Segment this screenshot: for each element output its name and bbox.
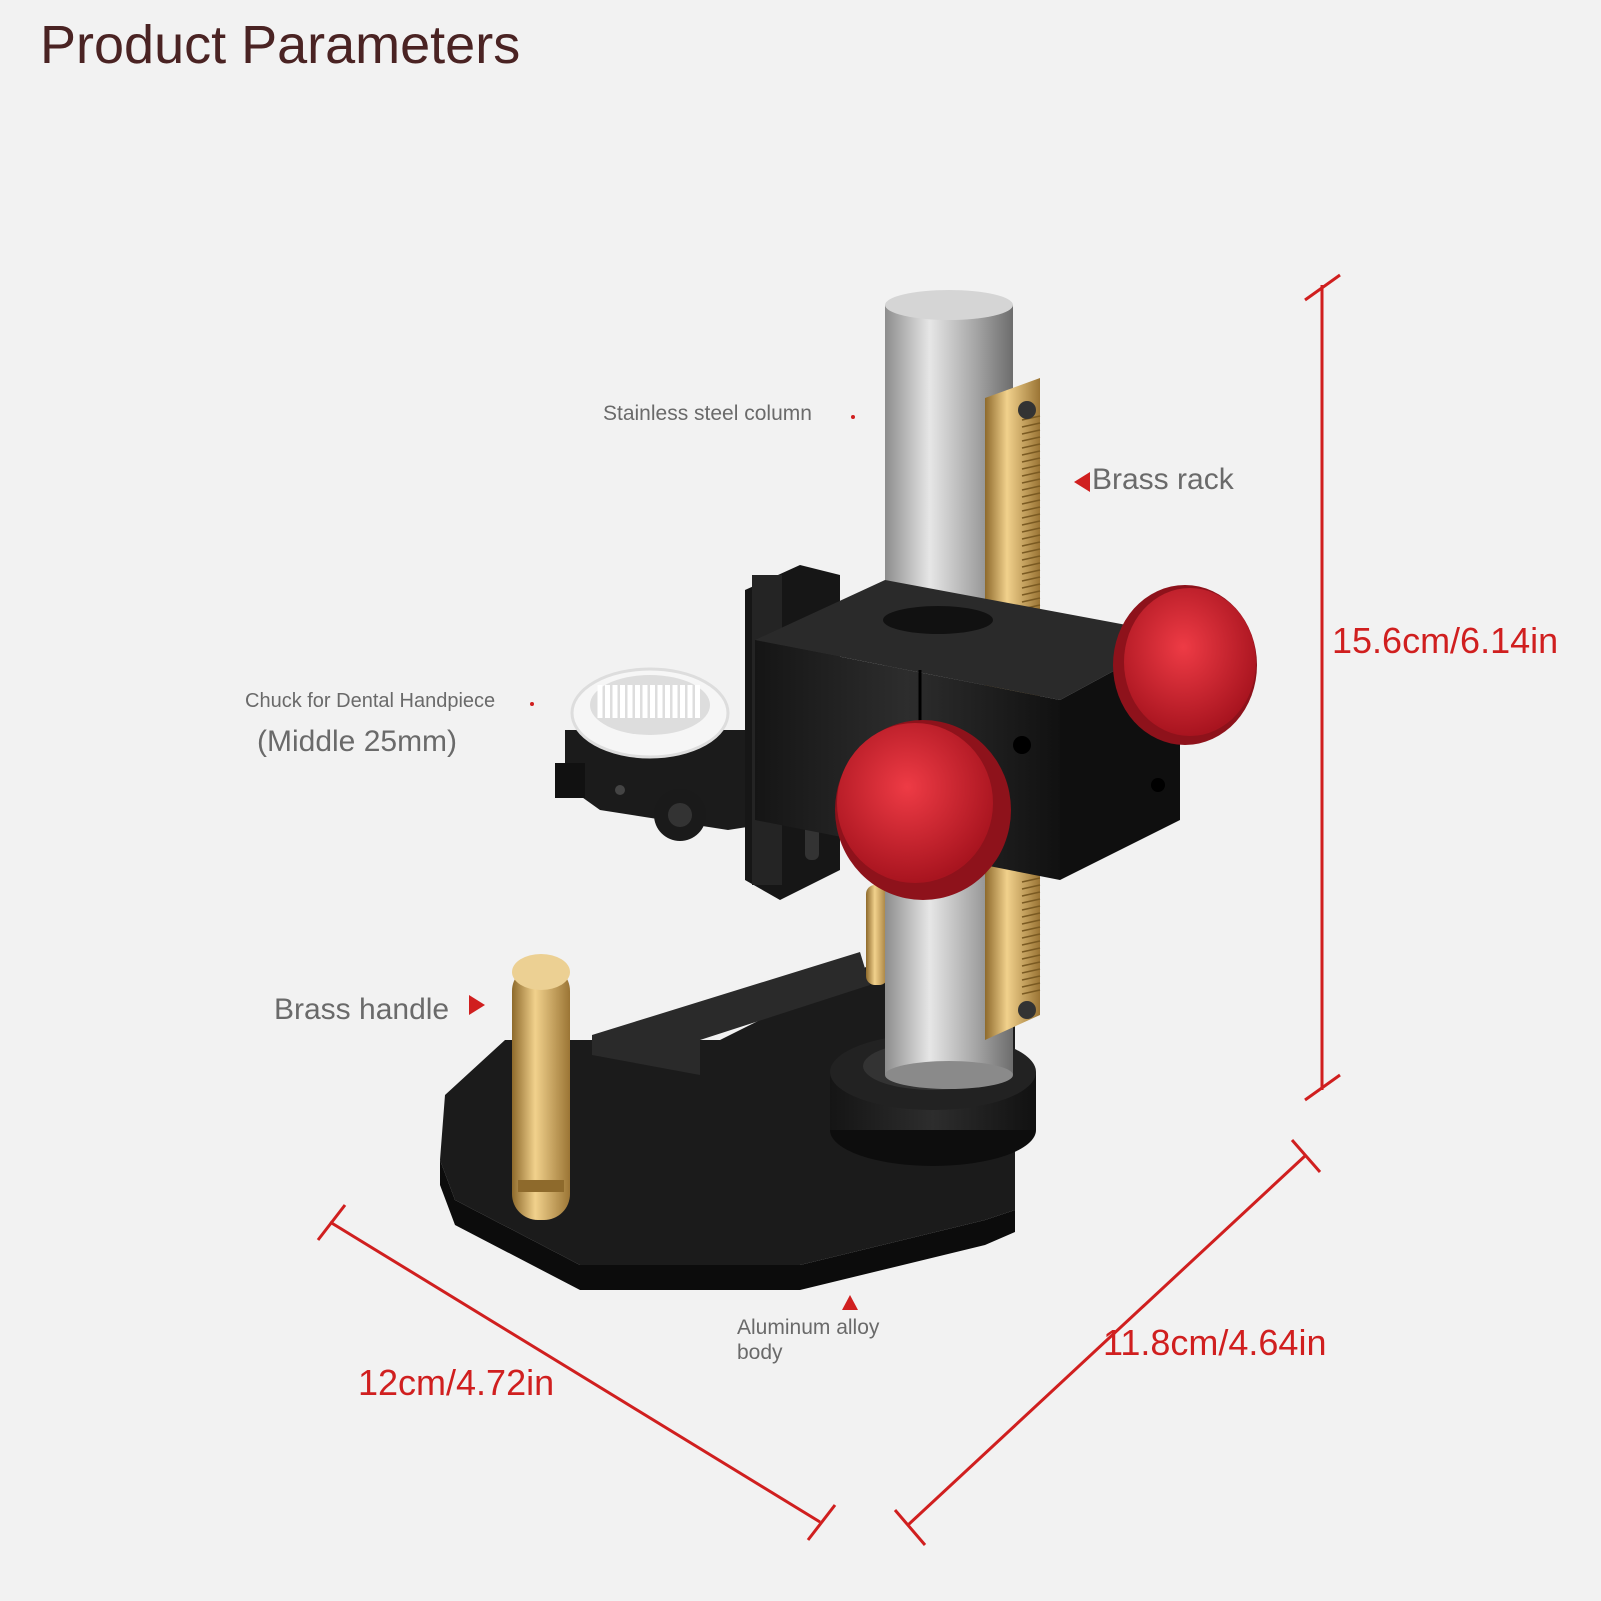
rear-knob	[1113, 585, 1257, 745]
chuck-pointer-dot	[530, 702, 534, 706]
width-dimension-line	[329, 1220, 821, 1524]
column-pointer-dot	[851, 415, 855, 419]
column-label: Stainless steel column	[603, 402, 812, 425]
handle-pointer-icon	[469, 995, 485, 1015]
dimension-lines	[316, 273, 1341, 1546]
body-label-line-1: Aluminum alloy	[737, 1316, 880, 1339]
rear-brass-pin	[866, 885, 888, 985]
rack-pointer-icon	[1074, 472, 1090, 492]
chuck-size-label: (Middle 25mm)	[257, 725, 458, 758]
body-pointer-icon	[842, 1295, 858, 1310]
depth-dimension-line	[906, 1153, 1308, 1527]
front-knob	[835, 720, 1011, 900]
base-plate	[440, 952, 1015, 1290]
height-dimension-label: 15.6cm/6.14in	[1332, 620, 1559, 661]
brass-handle	[512, 954, 570, 1220]
chuck-assembly	[555, 667, 760, 841]
handle-label: Brass handle	[274, 993, 450, 1026]
chuck-label: Chuck for Dental Handpiece	[245, 690, 496, 712]
body-label: Aluminum alloy body	[737, 1315, 879, 1365]
depth-dimension-label: 11.8cm/4.64in	[1103, 1322, 1327, 1363]
page-title: Product Parameters	[40, 15, 521, 75]
body-label-line-2: body	[737, 1341, 783, 1364]
width-dimension-label: 12cm/4.72in	[358, 1362, 555, 1403]
rack-label: Brass rack	[1092, 463, 1234, 496]
